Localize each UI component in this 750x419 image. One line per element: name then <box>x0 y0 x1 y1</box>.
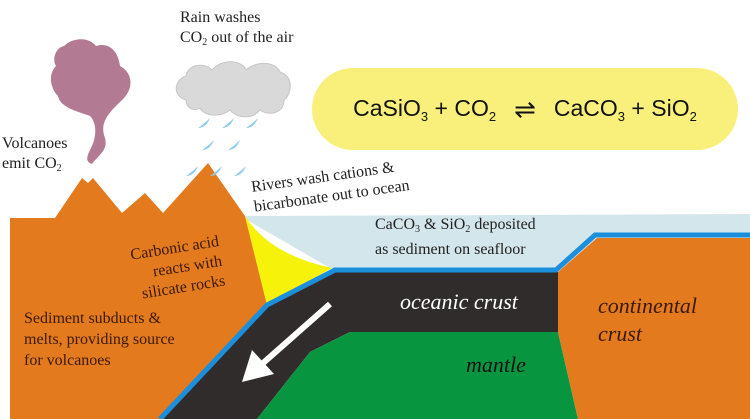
rain-label: Rain washes CO2 out of the air <box>180 9 294 48</box>
subduction-arrow-icon <box>242 301 332 382</box>
oceanic-crust-label: oceanic crust <box>400 289 518 314</box>
mantle-label: mantle <box>466 352 526 377</box>
mantle <box>257 332 578 419</box>
volcanic-plume <box>50 39 131 164</box>
subduction-label: Sediment subducts & melts, providing sou… <box>24 310 175 369</box>
continental-crust <box>558 238 750 419</box>
weathering-wedge <box>245 216 332 305</box>
equation-products: CaCO3 + SiO2 <box>553 94 697 124</box>
equilibrium-arrow-icon: ⇌ <box>514 93 536 124</box>
continental-crust-label: continental crust <box>598 293 697 346</box>
raindrops <box>186 118 258 176</box>
seafloor-sediment <box>158 232 750 419</box>
sea <box>240 214 750 272</box>
rain-cloud <box>175 61 291 118</box>
volcano-label: Volcanoes emit CO2 <box>2 135 68 174</box>
equation-reactants: CaSiO3 + CO2 <box>353 94 497 124</box>
deposition-label: CaCO3 & SiO2 deposited as sediment on se… <box>375 216 536 258</box>
volcanic-arc-rock <box>10 163 267 419</box>
weathering-equation: CaSiO3 + CO2 ⇌ CaCO3 + SiO2 <box>312 68 738 150</box>
oceanic-crust <box>160 272 558 419</box>
